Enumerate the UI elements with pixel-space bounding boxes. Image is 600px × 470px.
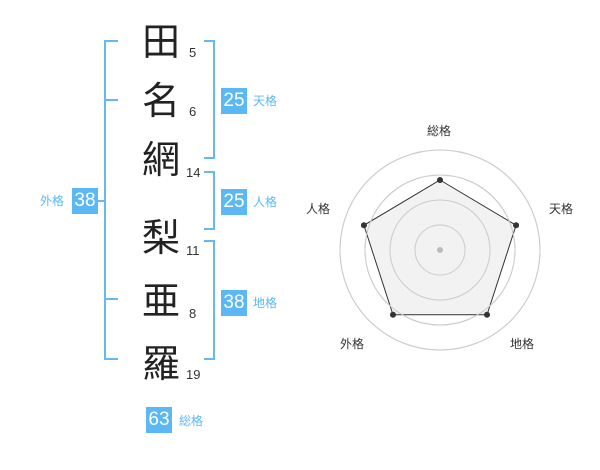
name-char-3: 網	[141, 138, 180, 182]
gaikaku-score-badge: 38	[72, 188, 98, 214]
tenkaku-bracket	[213, 40, 215, 159]
radar-point-5	[360, 222, 367, 229]
chikaku-bracket-tick-bottom	[204, 358, 215, 360]
radar-axis-label-4: 外格	[340, 337, 365, 351]
stroke-count-5: 8	[189, 306, 197, 321]
name-char-1: 田	[141, 20, 180, 64]
radar-ring-1	[414, 224, 466, 276]
radar-point-2	[513, 222, 520, 229]
gaikaku-connector	[98, 200, 105, 202]
stroke-count-4: 11	[186, 243, 200, 258]
jinkaku-bracket-tick-top	[204, 171, 215, 173]
gaikaku-bracket-tick-mid2	[104, 298, 118, 300]
gaikaku-label: 外格	[40, 194, 65, 208]
jinkaku-label: 人格	[253, 195, 278, 209]
stroke-count-2: 6	[189, 104, 197, 119]
radar-ring-4	[339, 149, 541, 351]
jinkaku-score-badge: 25	[221, 189, 247, 215]
gaikaku-bracket	[104, 40, 106, 360]
radar-ring-overlay-1	[414, 224, 466, 276]
name-char-6: 羅	[141, 342, 180, 386]
jinkaku-bracket	[213, 171, 215, 230]
soukaku-label: 総格	[179, 414, 204, 428]
radar-ring-3	[364, 174, 516, 326]
radar-axis-label-2: 天格	[549, 202, 574, 216]
gaikaku-bracket-tick-mid1	[104, 99, 118, 101]
tenkaku-label: 天格	[253, 94, 278, 108]
stroke-count-1: 5	[189, 45, 197, 60]
soukaku-score-badge: 63	[146, 407, 172, 433]
tenkaku-score-badge: 25	[221, 88, 247, 114]
jinkaku-bracket-tick-bottom	[204, 228, 215, 230]
radar-axis-label-3: 地格	[510, 337, 535, 351]
name-char-4: 梨	[141, 216, 180, 260]
radar-ring-overlay-3	[364, 174, 516, 326]
radar-center-dot	[437, 247, 443, 253]
radar-ring-2	[389, 199, 491, 301]
name-char-2: 名	[141, 79, 180, 123]
gaikaku-bracket-tick-top	[104, 40, 118, 42]
radar-point-4	[389, 311, 396, 318]
chikaku-label: 地格	[253, 296, 278, 310]
name-char-5: 亜	[141, 279, 180, 323]
radar-point-3	[484, 311, 491, 318]
radar-ring-overlay-2	[389, 199, 491, 301]
chikaku-score-badge: 38	[221, 290, 247, 316]
radar-ring-overlay-4	[339, 149, 541, 351]
chikaku-bracket	[213, 240, 215, 360]
tenkaku-bracket-tick-bottom	[204, 157, 215, 159]
tenkaku-bracket-tick-top	[204, 40, 215, 42]
gaikaku-bracket-tick-bottom	[104, 358, 118, 360]
stroke-count-3: 14	[186, 165, 201, 180]
radar-axis-label-5: 人格	[306, 202, 331, 216]
stroke-count-6: 19	[186, 367, 201, 382]
chikaku-bracket-tick-top	[204, 240, 215, 242]
radar-point-1	[437, 177, 443, 183]
radar-axis-label-1: 総格	[427, 124, 452, 138]
radar-polygon	[363, 179, 517, 316]
